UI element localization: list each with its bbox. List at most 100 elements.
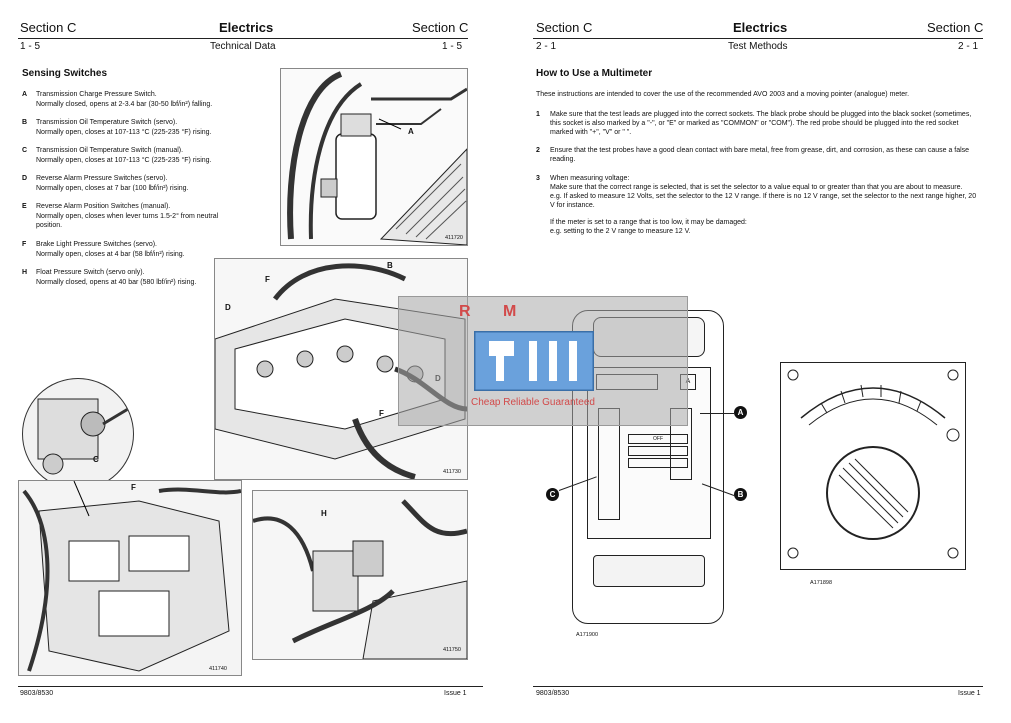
right-page-subtitle: Test Methods xyxy=(728,41,788,52)
left-section-label: Section C xyxy=(20,20,77,35)
step-text: When measuring voltage: xyxy=(550,175,630,182)
right-page-title: Electrics xyxy=(733,20,788,35)
left-section-label-right: Section C xyxy=(412,20,469,35)
figure-1-id: 411720 xyxy=(445,235,463,241)
figure-4-id: 411740 xyxy=(209,666,227,672)
step-3: 3 When measuring voltage: Make sure that… xyxy=(536,174,981,236)
step-text: Make sure that the test leads are plugge… xyxy=(550,111,972,136)
figure-3-label-c: C xyxy=(93,455,99,464)
meter-callout-c: C xyxy=(546,488,559,501)
switch-detail: Normally open, closes at 107-113 °C (225… xyxy=(36,156,212,164)
figure-charge-pressure-switch: A 411720 xyxy=(280,68,468,246)
figure-1-label-a: A xyxy=(408,127,414,136)
switch-detail: Normally open, closes at 107-113 °C (225… xyxy=(36,128,212,136)
right-section-label-right: Section C xyxy=(927,20,984,35)
left-page-title: Electrics xyxy=(219,20,274,35)
switch-name: Float Pressure Switch (servo only). xyxy=(36,269,145,276)
multimeter-heading: How to Use a Multimeter xyxy=(536,68,653,79)
meter-callout-a: A xyxy=(734,406,747,419)
switch-letter: F xyxy=(22,241,27,248)
figure-2-label-b: B xyxy=(387,261,393,270)
switch-name: Transmission Charge Pressure Switch. xyxy=(36,91,157,98)
switch-name: Transmission Oil Temperature Switch (man… xyxy=(36,147,184,154)
step-3-line-2: e.g. If asked to measure 12 Volts, set t… xyxy=(550,193,977,209)
switch-name: Transmission Oil Temperature Switch (ser… xyxy=(36,119,178,126)
figure-5-illustration xyxy=(253,499,467,659)
switch-name: Reverse Alarm Position Switches (manual)… xyxy=(36,203,171,210)
figure-2-label-f-bottom: F xyxy=(379,409,384,418)
figure-2-id: 411730 xyxy=(443,469,461,475)
switch-letter: H xyxy=(22,269,28,276)
switch-detail: Normally closed, opens at 2-3.4 bar (30-… xyxy=(36,100,213,108)
meter-off-button[interactable]: OFF xyxy=(628,434,688,444)
sensing-switches-heading: Sensing Switches xyxy=(22,68,108,79)
figure-transmission-brake-switch: F 411740 xyxy=(18,480,242,676)
meter-ac-button[interactable] xyxy=(628,458,688,468)
switch-item-e: E Reverse Alarm Position Switches (manua… xyxy=(22,202,222,231)
analogue-meter-illustration xyxy=(780,362,966,570)
figure-3-illustration xyxy=(37,398,129,475)
analogue-meter-face xyxy=(787,369,960,559)
right-section-label: Section C xyxy=(536,20,593,35)
figure-5-label-h: H xyxy=(321,509,327,518)
switch-item-c: C Transmission Oil Temperature Switch (m… xyxy=(22,146,272,165)
right-footer-issue: Issue 1 xyxy=(958,690,981,697)
intro-text: These instructions are intended to cover… xyxy=(536,91,910,98)
switch-item-a: A Transmission Charge Pressure Switch. No… xyxy=(22,90,272,109)
step-3-line-1: Make sure that the correct range is sele… xyxy=(550,184,963,191)
figure-4-illustration xyxy=(22,481,241,672)
switch-detail: Normally open, closes at 4 bar (58 lbf/i… xyxy=(36,250,185,258)
step-number: 3 xyxy=(536,175,540,182)
left-page-number: 1 - 5 xyxy=(20,41,41,52)
meter-dc-button[interactable] xyxy=(628,446,688,456)
switch-item-f: F Brake Light Pressure Switches (servo).… xyxy=(22,240,272,259)
switch-name: Reverse Alarm Pressure Switches (servo). xyxy=(36,175,168,182)
meter-leader-a xyxy=(700,413,734,414)
step-text: Ensure that the test probes have a good … xyxy=(550,147,970,163)
switch-detail: Normally open, closes when lever turns 1… xyxy=(36,212,219,230)
watermark-stamp: R M Cheap Reliable Guaranteed xyxy=(398,296,688,426)
step-number: 1 xyxy=(536,111,540,118)
right-page-number: 2 - 1 xyxy=(536,41,557,52)
meter-figure-id: A171900 xyxy=(576,632,599,638)
dial-figure-id: A171898 xyxy=(810,580,833,586)
meter-callout-b: B xyxy=(734,488,747,501)
left-footer-doc-number: 9803/8530 xyxy=(20,690,54,697)
step-3-line-3: If the meter is set to a range that is t… xyxy=(550,219,747,226)
watermark-letters: R M xyxy=(459,303,531,320)
right-page-number-right: 2 - 1 xyxy=(958,41,979,52)
watermark-logo xyxy=(474,331,594,391)
left-header-rule xyxy=(18,38,468,39)
switch-detail: Normally closed, opens at 40 bar (580 lb… xyxy=(36,278,197,286)
switch-item-h: H Float Pressure Switch (servo only). Nor… xyxy=(22,268,272,287)
switch-letter: C xyxy=(22,147,28,154)
left-footer-rule xyxy=(18,686,483,687)
step-3-line-4: e.g. setting to the 2 V range to measure… xyxy=(550,228,691,235)
watermark-tagline: Cheap Reliable Guaranteed xyxy=(471,397,595,408)
switch-letter: A xyxy=(22,91,28,98)
figure-2-label-f-top: F xyxy=(265,275,270,284)
figure-oil-temp-switch-inset: C xyxy=(22,378,134,490)
right-footer-rule xyxy=(533,686,983,687)
switch-detail: Normally open, closes at 7 bar (100 lbf/… xyxy=(36,184,189,192)
switch-item-d: D Reverse Alarm Pressure Switches (servo… xyxy=(22,174,272,193)
left-page-subtitle: Technical Data xyxy=(210,41,276,52)
switch-letter: D xyxy=(22,175,28,182)
figure-4-label-f: F xyxy=(131,483,136,492)
figure-float-pressure-switch: H 411750 xyxy=(252,490,468,660)
switch-letter: E xyxy=(22,203,27,210)
meter-probe-holder xyxy=(593,555,705,587)
multimeter-intro: These instructions are intended to cover… xyxy=(536,90,981,99)
left-page-number-right: 1 - 5 xyxy=(442,41,463,52)
meter-button-group: OFF xyxy=(628,434,688,478)
left-footer-issue: Issue 1 xyxy=(444,690,467,697)
step-number: 2 xyxy=(536,147,540,154)
right-header-rule xyxy=(533,38,983,39)
switch-item-b: B Transmission Oil Temperature Switch (s… xyxy=(22,118,272,137)
figure-5-id: 411750 xyxy=(443,647,461,653)
switch-name: Brake Light Pressure Switches (servo). xyxy=(36,241,157,248)
step-2: 2 Ensure that the test probes have a goo… xyxy=(536,146,981,164)
figure-2-label-d-left: D xyxy=(225,303,231,312)
right-footer-doc-number: 9803/8530 xyxy=(536,690,570,697)
switch-letter: B xyxy=(22,119,28,126)
